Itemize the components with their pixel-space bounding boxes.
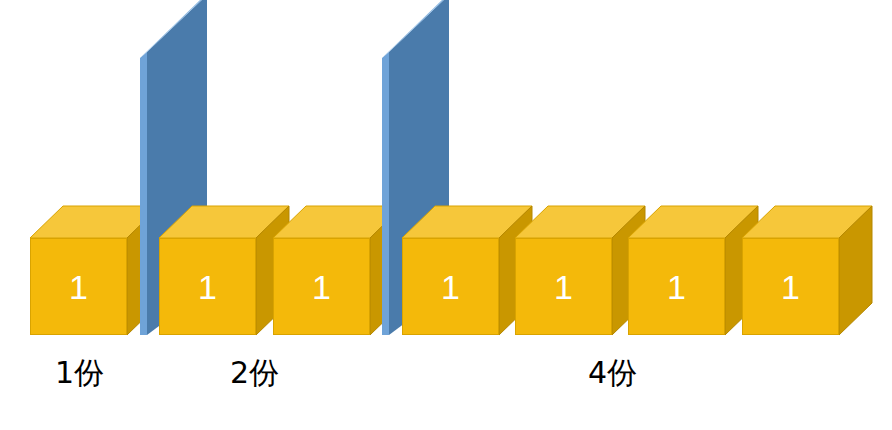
cube-number: 1 <box>667 270 686 304</box>
divider-top <box>140 0 207 58</box>
cube-front: 1 <box>159 238 256 335</box>
cube-number: 1 <box>441 270 460 304</box>
divider-edge <box>382 52 389 335</box>
portion-label: 2份 <box>230 355 279 391</box>
portion-label: 4份 <box>588 355 637 391</box>
cube-front: 1 <box>742 238 839 335</box>
divider-edge <box>140 52 147 335</box>
cube-number: 1 <box>312 270 331 304</box>
portion-label: 1份 <box>55 355 104 391</box>
cube-front: 1 <box>30 238 127 335</box>
cube-number: 1 <box>198 270 217 304</box>
cube-front: 1 <box>628 238 725 335</box>
cube-front: 1 <box>515 238 612 335</box>
cube-number: 1 <box>554 270 573 304</box>
cube-number: 1 <box>69 270 88 304</box>
cube-front: 1 <box>402 238 499 335</box>
cube-side <box>839 206 872 335</box>
cube-number: 1 <box>781 270 800 304</box>
cube-front: 1 <box>273 238 370 335</box>
divider-top <box>382 0 449 58</box>
